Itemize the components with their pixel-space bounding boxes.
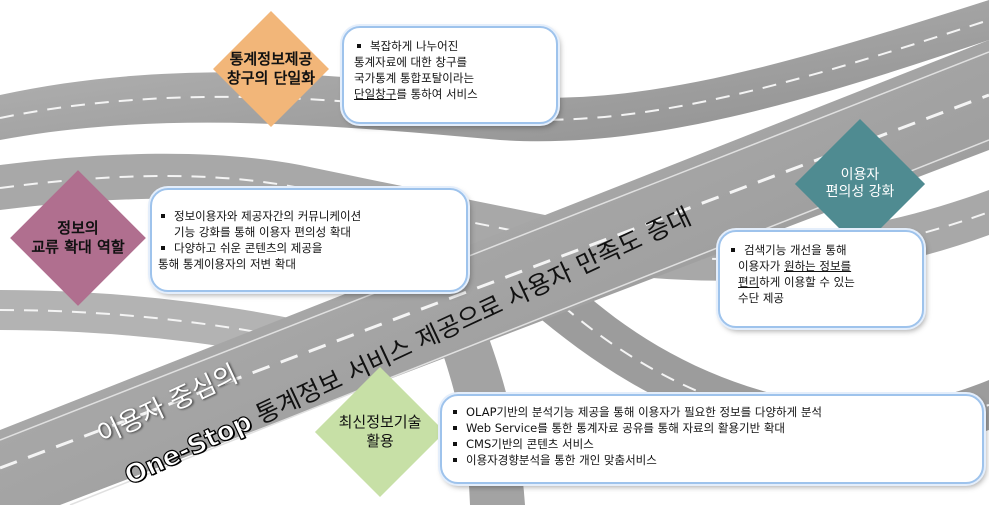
upper-curved-road	[0, 0, 989, 142]
box-single-window-line4: 단일창구를 통하여 서비스	[354, 86, 556, 102]
diamond-latest-tech-label: 최신정보기술 활용	[339, 413, 422, 451]
box-single-window-line4-rest: 를 통하여 서비스	[396, 87, 478, 101]
diamond-convenience: 이용자 편의성 강화	[792, 116, 928, 252]
bullet-square-icon	[453, 426, 457, 430]
box-latest-tech-item3-text: CMS기반의 콘텐츠 서비스	[466, 437, 594, 451]
box-exchange-item2: 다양하고 쉬운 콘텐츠의 제공을 통해 통계이용자의 저변 확대	[158, 240, 466, 272]
box-exchange: 정보이용자와 제공자간의 커뮤니케이션 기능 강화를 통해 이용자 편의성 확대…	[150, 188, 468, 292]
box-latest-tech: OLAP기반의 분석기능 제공을 통해 이용자가 필요한 정보를 다양하게 분석…	[440, 394, 984, 484]
diamond-stats-window-line2: 창구의 단일화	[226, 69, 316, 87]
diamond-convenience-line1: 이용자	[840, 166, 880, 183]
box-latest-tech-item4-text: 이용자경향분석을 통한 개인 맞춤서비스	[466, 453, 657, 467]
box-latest-tech-item4: 이용자경향분석을 통한 개인 맞춤서비스	[450, 452, 982, 468]
diamond-latest-tech-line2: 활용	[366, 432, 394, 450]
diamond-exchange: 정보의 교류 확대 역할	[8, 168, 148, 308]
box-latest-tech-item1-text: OLAP기반의 분석기능 제공을 통해 이용자가 필요한 정보를 다양하게 분석	[466, 405, 823, 419]
bullet-square-icon	[161, 246, 165, 250]
diamond-stats-window-label: 통계정보제공 창구의 단일화	[227, 50, 315, 88]
box-latest-tech-item2-text: Web Service를 통한 통계자료 공유를 통해 자료의 활용기반 확대	[466, 421, 785, 435]
box-convenience-line3-underlined: 편리	[738, 275, 760, 289]
diamond-stats-window: 통계정보제공 창구의 단일화	[212, 10, 330, 128]
box-exchange-item1-line1: 정보이용자와 제공자간의 커뮤니케이션	[174, 209, 362, 223]
bullet-square-icon	[731, 248, 735, 252]
box-exchange-item2-line2: 통해 통계이용자의 저변 확대	[158, 257, 296, 271]
diamond-convenience-label: 이용자 편의성 강화	[826, 167, 895, 202]
box-latest-tech-item1: OLAP기반의 분석기능 제공을 통해 이용자가 필요한 정보를 다양하게 분석	[450, 404, 982, 420]
box-convenience-item: 검색기능 개선을 통해 이용자가 원하는 정보를 편리하게 이용할 수 있는 수…	[728, 242, 922, 306]
box-single-window-item: 복잡하게 나누어진 통계자료에 대한 창구를 국가통계 통합포탈이라는 단일창구…	[354, 38, 556, 102]
box-exchange-item1: 정보이용자와 제공자간의 커뮤니케이션 기능 강화를 통해 이용자 편의성 확대	[158, 208, 466, 240]
diamond-latest-tech: 최신정보기술 활용	[312, 364, 448, 500]
bullet-square-icon	[357, 44, 361, 48]
box-convenience-line3-rest: 하게 이용할 수 있는	[759, 275, 855, 289]
box-convenience-line2: 이용자가 원하는 정보를	[738, 258, 922, 274]
bullet-square-icon	[453, 442, 457, 446]
box-exchange-item1-line2: 기능 강화를 통해 이용자 편의성 확대	[174, 225, 351, 239]
box-exchange-item2-line1: 다양하고 쉬운 콘텐츠의 제공을	[174, 241, 323, 255]
box-convenience-line4: 수단 제공	[738, 291, 784, 305]
box-latest-tech-item2: Web Service를 통한 통계자료 공유를 통해 자료의 활용기반 확대	[450, 420, 982, 436]
diamond-exchange-line2: 교류 확대 역할	[31, 238, 125, 256]
box-single-window-line3: 국가통계 통합포탈이라는	[354, 71, 475, 85]
diamond-convenience-line2: 편의성 강화	[825, 184, 895, 200]
diamond-stats-window-line1: 통계정보제공	[229, 50, 313, 69]
box-convenience: 검색기능 개선을 통해 이용자가 원하는 정보를 편리하게 이용할 수 있는 수…	[718, 230, 924, 328]
bullet-square-icon	[453, 458, 457, 462]
box-latest-tech-item3: CMS기반의 콘텐츠 서비스	[450, 436, 982, 452]
box-single-window-line1: 복잡하게 나누어진	[370, 39, 459, 53]
diamond-exchange-label: 정보의 교류 확대 역할	[31, 219, 124, 257]
box-convenience-line2-underlined: 원하는 정보를	[783, 259, 852, 273]
box-single-window: 복잡하게 나누어진 통계자료에 대한 창구를 국가통계 통합포탈이라는 단일창구…	[342, 26, 558, 124]
box-single-window-underlined: 단일창구	[354, 87, 397, 101]
box-convenience-line2-a: 이용자가	[738, 259, 784, 273]
box-single-window-line2: 통계자료에 대한 창구를	[354, 55, 468, 69]
diamond-exchange-line1: 정보의	[57, 219, 99, 238]
bullet-square-icon	[453, 410, 457, 414]
box-convenience-line1: 검색기능 개선을 통해	[744, 243, 847, 257]
diamond-latest-tech-line1: 최신정보기술	[338, 413, 422, 432]
bullet-square-icon	[161, 214, 165, 218]
box-convenience-line3: 편리하게 이용할 수 있는	[738, 274, 922, 290]
